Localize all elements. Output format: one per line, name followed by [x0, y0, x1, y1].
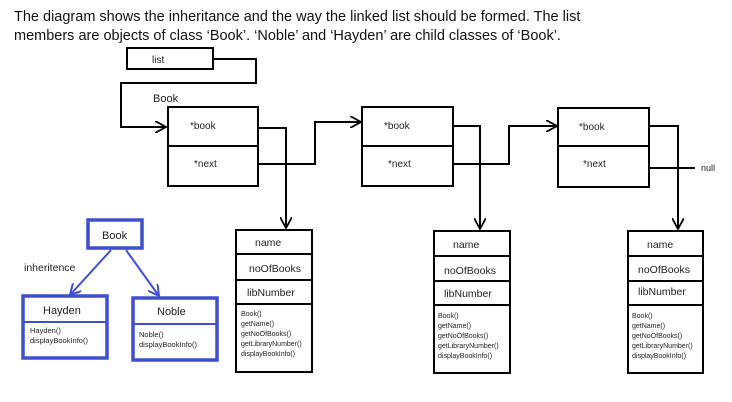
node-next-field: *next	[583, 159, 606, 170]
book-object-1: name noOfBooks libNumber Book() getName(…	[235, 229, 313, 373]
hayden-class-label: Hayden	[43, 305, 81, 317]
diagram-text: getLibraryNumber()	[438, 343, 499, 350]
diagram-text: getLibraryNumber()	[241, 341, 302, 348]
book-object-2: name noOfBooks libNumber Book() getName(…	[433, 230, 511, 374]
intro-line-2: members are objects of class ‘Book’. ‘No…	[14, 28, 561, 44]
node-1: *book *next	[167, 106, 259, 187]
book-pointer-arrow-1	[258, 127, 286, 228]
node-book-field: *book	[384, 121, 411, 132]
diagram-text: getName()	[241, 321, 274, 328]
hayden-class-box	[21, 294, 109, 360]
diagram-text: getNoOfBooks()	[241, 331, 291, 338]
diagram-text: displayBookInfo()	[241, 351, 295, 358]
diagram-text: libNumber	[247, 287, 295, 299]
node-next-field: *next	[388, 159, 411, 170]
diagram-text: Noble()	[139, 330, 164, 339]
book-pointer-arrow-2	[453, 125, 480, 229]
list-arrow	[120, 58, 257, 127]
diagram-text: name	[647, 239, 673, 251]
diagram-text: getName()	[632, 323, 665, 330]
diagram-text: libNumber	[638, 286, 686, 298]
diagram-text: getNoOfBooks()	[438, 333, 488, 340]
diagram-text: name	[255, 237, 281, 249]
diagram-text: noOfBooks	[249, 263, 301, 275]
node-3: *book *next	[557, 107, 650, 188]
diagram-text: name	[453, 239, 479, 251]
inheritance-arrow-hayden	[70, 249, 112, 295]
list-pointer: list	[120, 47, 257, 127]
intro-line-1: The diagram shows the inheritance and th…	[14, 9, 581, 25]
book-pointer-arrow-3	[649, 125, 678, 229]
diagram-text: libNumber	[444, 288, 492, 300]
node-book-field: *book	[190, 121, 217, 132]
diagram-text: displayBookInfo()	[139, 340, 197, 349]
diagram-text: Book()	[241, 311, 262, 318]
inheritance-label: inheritence	[24, 262, 76, 274]
diagram-text: noOfBooks	[638, 264, 690, 276]
diagram-text: displayBookInfo()	[438, 353, 492, 360]
diagram-text: Book()	[632, 313, 653, 320]
diagram-text: getLibraryNumber()	[632, 343, 693, 350]
next-pointer-arrow-2	[453, 126, 557, 165]
inheritance-arrow-noble	[125, 249, 159, 296]
noble-class-label: Noble	[157, 306, 186, 318]
noble-class-box	[131, 296, 219, 362]
list-box	[126, 47, 214, 70]
null-label: null	[701, 163, 715, 173]
inheritance-diagram: Book inheritence Hayden Hayden() display…	[21, 218, 219, 362]
diagram-text: getName()	[438, 323, 471, 330]
diagram-text: displayBookInfo()	[632, 353, 686, 360]
node-class-label: Book	[153, 93, 179, 105]
node-book-field: *book	[579, 122, 606, 133]
node-2: *book *next	[361, 106, 454, 187]
node-next-field: *next	[194, 159, 217, 170]
parent-class-box	[86, 218, 144, 250]
diagram-text: noOfBooks	[444, 265, 496, 277]
diagram-text: getNoOfBooks()	[632, 333, 682, 340]
list-label: list	[152, 55, 164, 66]
diagram-text: Hayden()	[30, 326, 61, 335]
diagram-text: Book()	[438, 313, 459, 320]
diagram-text: displayBookInfo()	[30, 336, 88, 345]
intro-text: The diagram shows the inheritance and th…	[14, 8, 714, 46]
next-pointer-arrow-1	[258, 122, 361, 165]
book-object-3: name noOfBooks libNumber Book() getName(…	[627, 230, 704, 374]
parent-class-label: Book	[102, 230, 128, 242]
